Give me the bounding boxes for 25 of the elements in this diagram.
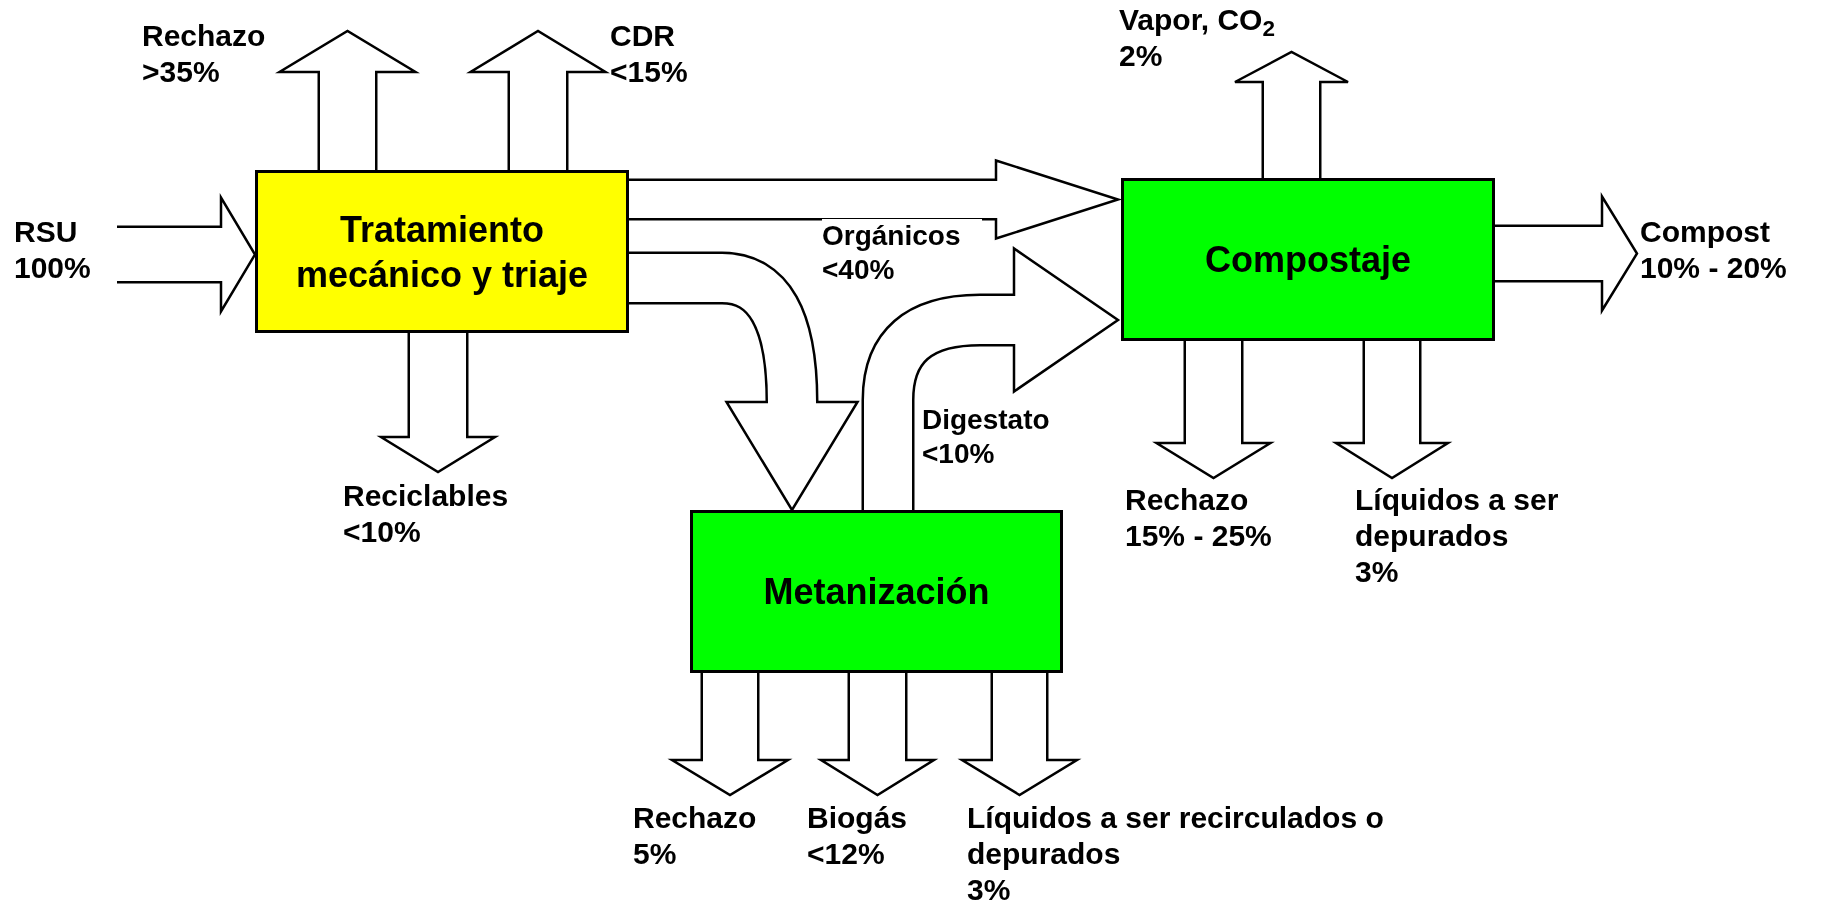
percentage-label: <15% — [610, 54, 688, 90]
flow-label: Líquidos a ser recirculados o depurados — [967, 800, 1385, 872]
percentage-label: 3% — [967, 872, 1011, 908]
percentage-label: 2% — [1119, 38, 1163, 74]
flow-label: Rechazo — [1125, 482, 1249, 518]
flow-label: CDR — [610, 18, 675, 54]
process-box: Tratamiento mecánico y triaje — [255, 170, 629, 333]
percentage-label: 100% — [14, 250, 91, 286]
flow-label: Rechazo — [633, 800, 757, 836]
flow-label: Vapor, CO$_{2}$ — [1119, 2, 1275, 38]
process-box: Metanización — [690, 510, 1063, 673]
flow-label: Rechazo — [142, 18, 266, 54]
percentage-label: <10% — [343, 514, 421, 550]
flow-label: Líquidos a ser depurados — [1355, 482, 1560, 554]
flow-label: RSU — [14, 214, 78, 250]
process-box: Compostaje — [1121, 178, 1495, 341]
percentage-label: 3% — [1355, 554, 1399, 590]
flow-label: Biogás — [807, 800, 908, 836]
percentage-label: >35% — [142, 54, 220, 90]
percentage-label: 5% — [633, 836, 677, 872]
percentage-label: <12% — [807, 836, 885, 872]
flow-label: Reciclables — [343, 478, 509, 514]
flow-label: Compost — [1640, 214, 1770, 250]
percentage-label: 15% - 25% — [1125, 518, 1272, 554]
percentage-label: 10% - 20% — [1640, 250, 1787, 286]
